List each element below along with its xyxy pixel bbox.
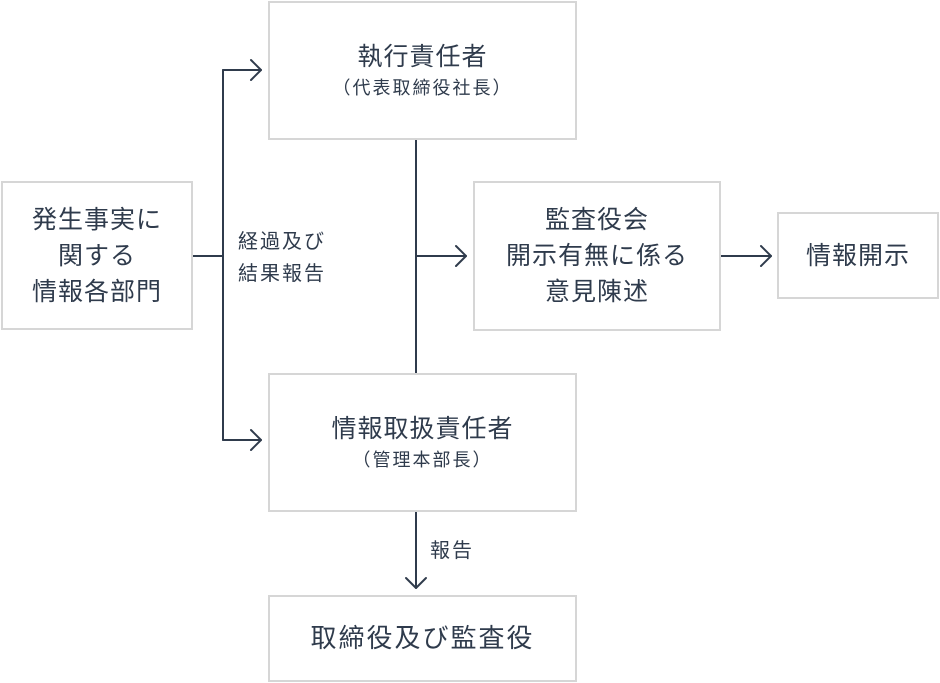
node-directors-title: 取締役及び監査役 xyxy=(310,623,535,654)
node-occurrence-dept-line-3: 情報各部門 xyxy=(31,276,162,306)
node-info-manager-subtitle: （管理本部長） xyxy=(352,449,493,471)
node-occurrence-dept-line-2: 関する xyxy=(57,240,136,270)
arrowhead-to-executive xyxy=(250,59,262,81)
node-audit-board-line-1: 監査役会 xyxy=(544,205,649,234)
edge-label-progress-report-line-2: 結果報告 xyxy=(238,261,326,285)
edge-label-report: 報告 xyxy=(430,538,474,562)
node-occurrence-dept-line-1: 発生事実に xyxy=(31,204,162,234)
arrowhead-to-directors xyxy=(405,577,427,589)
arrowhead-to-info-manager xyxy=(250,429,262,451)
arrowhead-to-disclosure xyxy=(760,245,772,267)
node-audit-board-line-2: 開示有無に係る xyxy=(505,241,688,270)
edge-label-progress-report-line-1: 経過及び xyxy=(238,229,326,253)
node-disclosure-title: 情報開示 xyxy=(805,240,910,270)
node-info-manager: 情報取扱責任者 （管理本部長） xyxy=(268,373,577,512)
node-directors: 取締役及び監査役 xyxy=(268,595,577,682)
node-executive: 執行責任者 （代表取締役社長） xyxy=(268,1,577,140)
node-disclosure: 情報開示 xyxy=(777,212,939,299)
node-executive-subtitle: （代表取締役社長） xyxy=(332,77,513,99)
node-occurrence-dept: 発生事実に 関する 情報各部門 xyxy=(1,181,193,330)
node-audit-board-line-3: 意見陳述 xyxy=(544,277,649,306)
node-info-manager-title: 情報取扱責任者 xyxy=(331,413,514,443)
node-audit-board: 監査役会 開示有無に係る 意見陳述 xyxy=(473,181,721,331)
node-executive-title: 執行責任者 xyxy=(357,41,488,71)
arrowhead-to-audit-board xyxy=(455,245,467,267)
